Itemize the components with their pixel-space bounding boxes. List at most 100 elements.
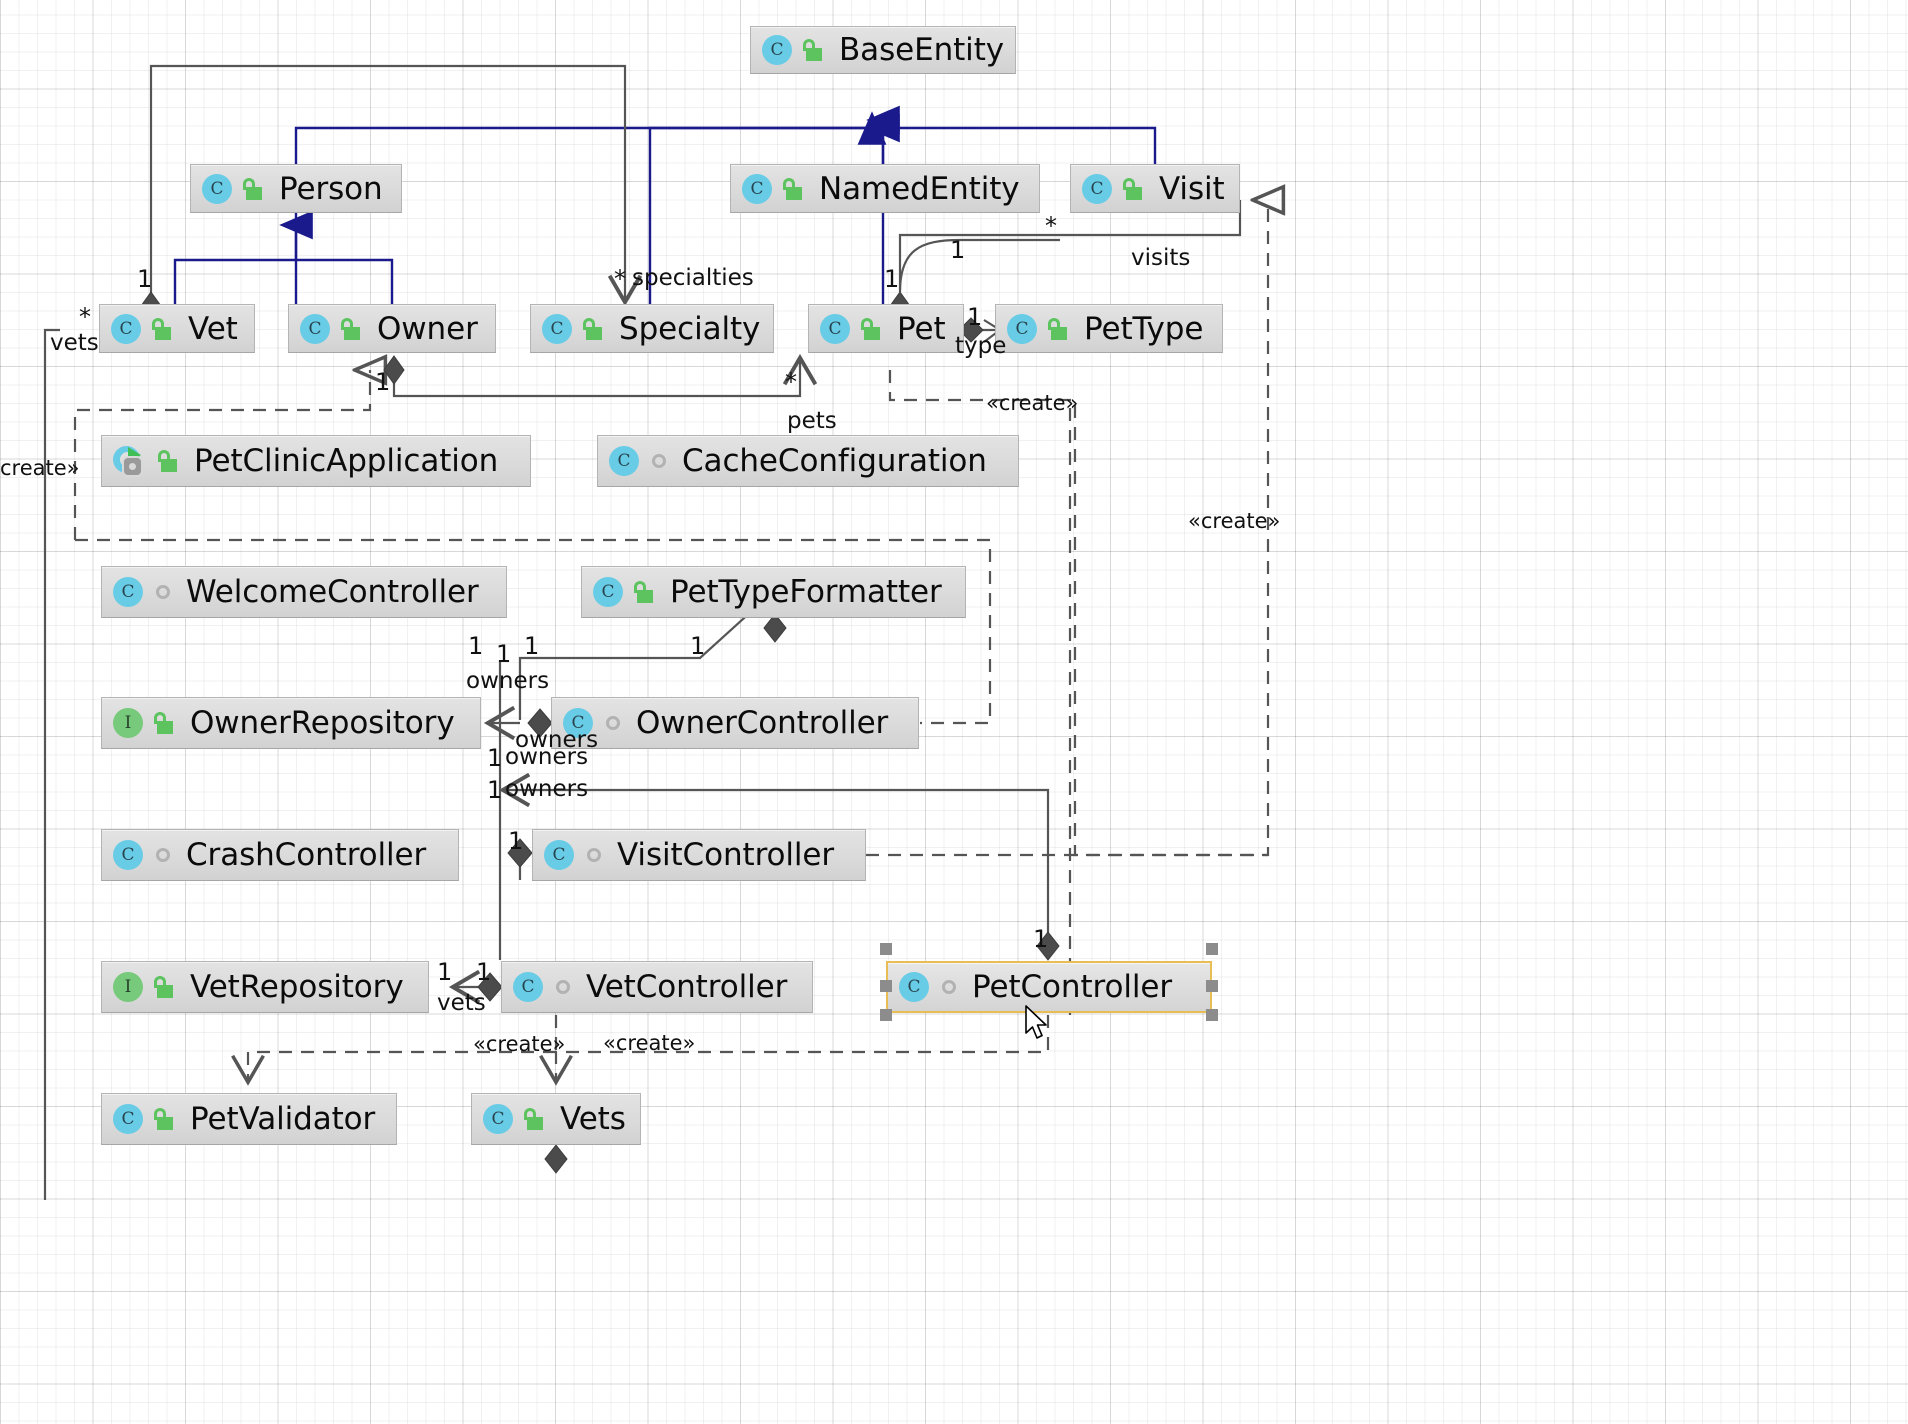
package-private-icon: [587, 848, 601, 862]
public-unlock-icon: [859, 317, 881, 341]
runnable-main-class-icon: [113, 445, 147, 477]
class-name-label: NamedEntity: [819, 170, 1020, 207]
package-private-icon: [942, 980, 956, 994]
edge-label-role: owners: [505, 744, 589, 770]
class-name-label: PetValidator: [190, 1101, 376, 1137]
package-private-icon: [156, 848, 170, 862]
class-name-label: CacheConfiguration: [682, 443, 987, 479]
edge-label-role: visits: [1131, 245, 1191, 271]
node-icons: C: [742, 173, 803, 204]
interface-icon: I: [113, 972, 143, 1002]
node-icons: C: [899, 972, 956, 1002]
node-icons: [113, 445, 178, 477]
resize-handle[interactable]: [1206, 1009, 1218, 1021]
class-icon: C: [762, 35, 792, 65]
node-icons: C: [513, 972, 570, 1002]
class-node-petclinicapplication[interactable]: PetClinicApplication: [101, 435, 531, 487]
edge-label-mult: 1: [468, 632, 484, 660]
class-icon: C: [1082, 173, 1112, 204]
edge-label-mult: 1: [437, 958, 453, 986]
public-unlock-icon: [781, 177, 803, 201]
class-icon: C: [113, 577, 143, 607]
class-node-vetcontroller[interactable]: C VetController: [501, 961, 813, 1013]
class-node-petvalidator[interactable]: C PetValidator: [101, 1093, 397, 1145]
edge-label-stereotype: create»: [0, 456, 80, 480]
package-private-icon: [652, 454, 666, 468]
package-private-icon: [156, 585, 170, 599]
edge-label-role: pets: [787, 408, 837, 434]
edge-label-mult: 1: [487, 776, 503, 804]
class-name-label: VetController: [586, 969, 788, 1005]
class-icon: C: [609, 446, 639, 476]
public-unlock-icon: [152, 711, 174, 735]
class-name-label: OwnerRepository: [190, 705, 455, 741]
edge-label-role: specialties: [632, 265, 754, 291]
edge-label-mult: 1: [524, 632, 540, 660]
class-node-cacheconfiguration[interactable]: C CacheConfiguration: [597, 435, 1019, 487]
class-icon: C: [1007, 313, 1037, 344]
node-icons: I: [113, 972, 174, 1002]
edge-label-mult: *: [785, 368, 797, 396]
edge-label-role: vets: [437, 990, 486, 1016]
edge-label-mult: 1: [884, 265, 900, 293]
public-unlock-icon: [241, 177, 263, 201]
edge-label-stereotype: «create»: [1188, 509, 1281, 533]
public-unlock-icon: [522, 1107, 544, 1131]
node-icons: C: [542, 313, 603, 344]
resize-handle[interactable]: [880, 1009, 892, 1021]
edge-label-mult: *: [1045, 212, 1057, 240]
node-icons: C: [111, 313, 172, 344]
class-node-visitcontroller[interactable]: C VisitController: [532, 829, 866, 881]
node-icons: C: [202, 173, 263, 204]
edge-label-mult: 1: [950, 236, 966, 264]
class-name-label: WelcomeController: [186, 574, 479, 610]
edge-label-mult: 1: [496, 640, 512, 668]
package-private-icon: [556, 980, 570, 994]
class-name-label: VisitController: [617, 837, 835, 873]
class-node-petcontroller[interactable]: C PetController: [886, 961, 1212, 1013]
resize-handle[interactable]: [1206, 943, 1218, 955]
class-name-label: OwnerController: [636, 705, 889, 741]
class-name-label: PetController: [972, 969, 1173, 1005]
public-unlock-icon: [801, 38, 823, 62]
resize-handle[interactable]: [880, 943, 892, 955]
class-icon: C: [113, 1104, 143, 1134]
public-unlock-icon: [1046, 317, 1068, 341]
public-unlock-icon: [156, 449, 178, 473]
node-icons: C: [1007, 313, 1068, 344]
edge-label-stereotype: «create»: [603, 1031, 696, 1055]
edge-label-stereotype: «create»: [986, 391, 1079, 415]
class-node-pettypeformatter[interactable]: C PetTypeFormatter: [581, 566, 966, 618]
resize-handle[interactable]: [1206, 980, 1218, 992]
node-icons: C: [563, 708, 620, 738]
class-node-ownercontroller[interactable]: C OwnerController: [551, 697, 919, 749]
edge-label-role: owners: [466, 668, 550, 694]
edge-label-mult: 1: [690, 632, 706, 660]
class-icon: C: [202, 173, 232, 204]
class-name-label: CrashController: [186, 837, 427, 873]
public-unlock-icon: [1121, 177, 1143, 201]
class-name-label: PetTypeFormatter: [670, 574, 942, 610]
class-node-welcomecontroller[interactable]: C WelcomeController: [101, 566, 507, 618]
class-name-label: Vets: [560, 1101, 626, 1137]
resize-handle[interactable]: [880, 980, 892, 992]
edge-label-mult: 1: [508, 827, 524, 855]
node-icons: C: [820, 313, 881, 344]
class-icon: C: [593, 577, 623, 607]
edge-label-mult: 1: [967, 303, 983, 331]
node-icons: C: [300, 313, 361, 344]
class-icon: C: [544, 840, 574, 870]
class-node-namedentity[interactable]: C NamedEntity: [730, 164, 1040, 213]
